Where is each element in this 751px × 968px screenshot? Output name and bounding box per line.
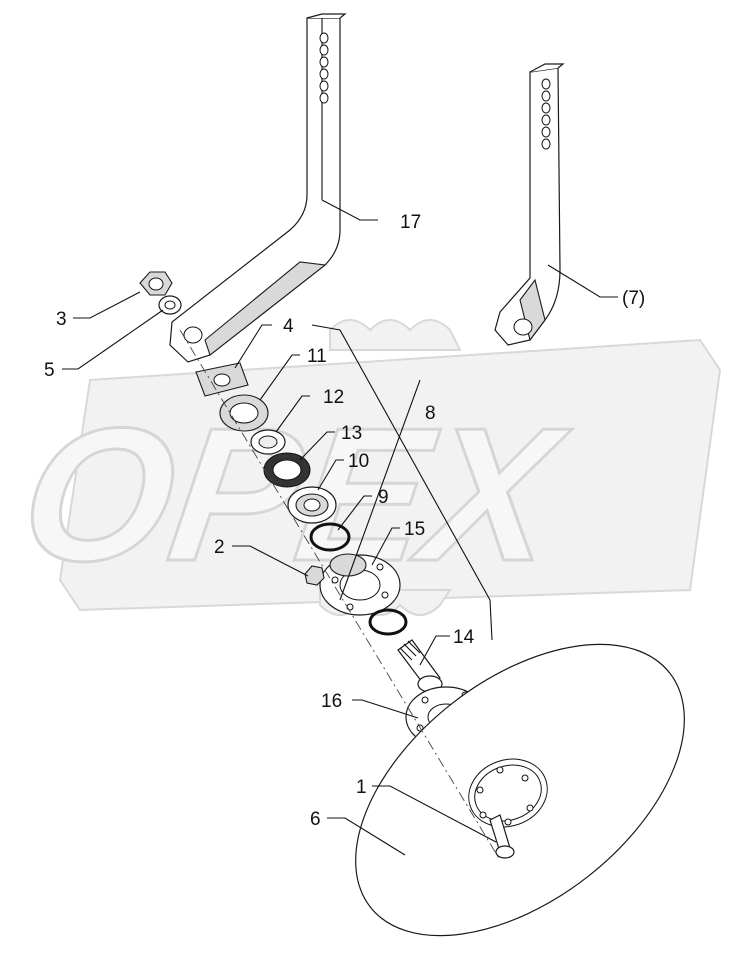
- washer-part-5: [158, 295, 182, 315]
- callout-7: (7): [622, 288, 645, 309]
- callout-1: 1: [356, 777, 367, 798]
- callout-6: 6: [310, 809, 321, 830]
- callout-16: 16: [321, 691, 342, 712]
- hub-part-15: [319, 553, 401, 616]
- callout-13: 13: [341, 423, 362, 444]
- plate-part-4: [195, 362, 249, 397]
- callout-4: 4: [283, 316, 294, 337]
- bracket-line-8: [311, 324, 493, 641]
- callout-15: 15: [404, 519, 425, 540]
- callout-14: 14: [453, 627, 475, 648]
- shank-part-17: [169, 13, 347, 363]
- callout-11: 11: [307, 346, 327, 367]
- seal-part-11: [219, 394, 269, 432]
- callout-5: 5: [44, 360, 55, 381]
- callout-2: 2: [214, 537, 225, 558]
- callout-3: 3: [56, 309, 67, 330]
- seal-part-13: [263, 452, 311, 488]
- disc-part-6: [355, 643, 685, 937]
- callout-8: 8: [425, 403, 436, 424]
- bearing-part-10: [287, 486, 337, 524]
- bolt-part-1: [489, 814, 515, 859]
- axle-part-14: [397, 639, 443, 693]
- callout-12: 12: [323, 387, 344, 408]
- callout-10: 10: [348, 451, 369, 472]
- spacer-part-12: [250, 429, 286, 455]
- circlip-lower: [368, 608, 408, 636]
- nut-part-3: [139, 271, 173, 296]
- circlip-part-9: [309, 522, 351, 552]
- callout-17: 17: [400, 212, 421, 233]
- assembly-axis: [179, 329, 501, 861]
- callout-labels: 3 5 4 11 12 13 10 9 8 2 15 14 16 1 6 17 …: [44, 212, 645, 830]
- nut-part-2: [304, 565, 325, 586]
- shank-part-7: [494, 63, 565, 346]
- leader-lines: [62, 199, 618, 856]
- callout-9: 9: [378, 487, 389, 508]
